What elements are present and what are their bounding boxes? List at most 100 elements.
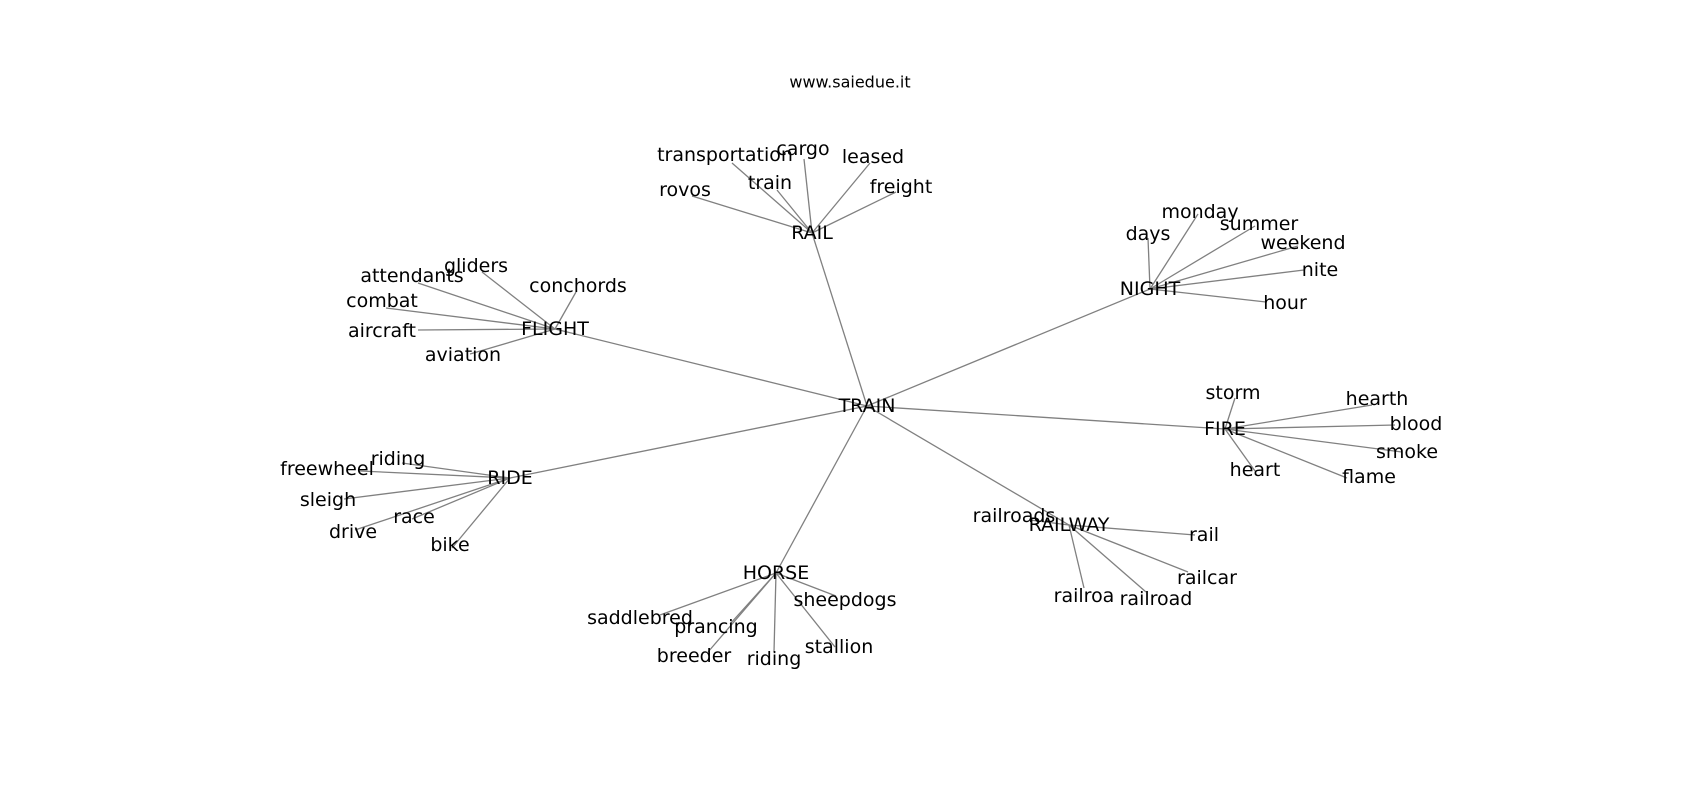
leaf-node-rail-cargo: cargo (776, 138, 829, 160)
edge-fire-heart (1224, 428, 1256, 472)
leaf-node-fire-heart: heart (1230, 459, 1281, 481)
edge-center-rail (811, 232, 868, 407)
leaf-node-night-weekend: weekend (1260, 232, 1345, 254)
edge-center-horse (775, 405, 868, 574)
edge-ride-drive (354, 477, 511, 531)
leaf-node-rail-train: train (748, 172, 792, 194)
hub-node-night: NIGHT (1120, 278, 1181, 300)
leaf-node-fire-storm: storm (1206, 382, 1261, 404)
leaf-node-flight-aviation: aviation (425, 344, 501, 366)
leaf-node-horse-sheepdogs: sheepdogs (793, 589, 896, 611)
leaf-node-railway-railroads: railroads (973, 505, 1056, 527)
edge-fire-storm (1224, 397, 1236, 430)
edge-rail-freight (811, 191, 897, 234)
leaf-node-ride-drive: drive (329, 521, 377, 543)
edge-rail-cargo (803, 158, 813, 234)
leaf-node-night-monday: monday (1161, 201, 1238, 223)
leaf-node-flight-combat: combat (346, 290, 418, 312)
leaf-node-horse-breeder: breeder (657, 645, 732, 667)
leaf-node-fire-hearth: hearth (1346, 388, 1409, 410)
edges-layer (343, 158, 1403, 653)
leaf-node-night-days: days (1126, 223, 1171, 245)
edge-fire-smoke (1224, 428, 1403, 453)
hub-node-flight: FLIGHT (521, 318, 589, 340)
edge-night-days (1147, 237, 1151, 290)
edge-center-railway (866, 405, 1070, 526)
edge-fire-hearth (1224, 404, 1373, 430)
edge-ride-race (411, 477, 511, 520)
edge-horse-saddlebred (659, 572, 777, 616)
edge-railway-rail (1068, 524, 1196, 536)
leaf-node-rail-rovos: rovos (659, 179, 711, 201)
edge-railway-railroads (1029, 519, 1070, 526)
edge-rail-leased (811, 162, 871, 234)
edge-flight-conchords (554, 291, 577, 330)
leaf-node-rail-leased: leased (842, 146, 904, 168)
hub-node-horse: HORSE (743, 562, 810, 584)
hub-node-railway: RAILWAY (1029, 514, 1110, 536)
edge-ride-bike (451, 477, 511, 549)
leaf-node-flight-gliders: gliders (444, 255, 508, 277)
edge-ride-freewheel (359, 470, 511, 479)
edge-rail-transportation (731, 162, 813, 234)
leaf-node-horse-prancing: prancing (674, 616, 757, 638)
edge-railway-railroa (1068, 524, 1085, 589)
leaf-node-railway-railroad: railroad (1120, 588, 1193, 610)
edge-center-fire (866, 405, 1226, 430)
leaf-node-flight-aircraft: aircraft (348, 320, 416, 342)
leaf-node-night-hour: hour (1263, 292, 1307, 314)
leaf-node-ride-sleigh: sleigh (300, 489, 356, 511)
leaf-node-ride-freewheel: freewheel (280, 458, 374, 480)
leaf-node-ride-bike: bike (430, 534, 469, 556)
edge-night-summer (1149, 225, 1256, 290)
edge-flight-aircraft (417, 328, 556, 331)
edge-night-monday (1149, 213, 1199, 290)
leaf-node-flight-conchords: conchords (529, 275, 627, 297)
edge-night-weekend (1149, 245, 1299, 290)
leaf-node-horse-stallion: stallion (805, 636, 874, 658)
edge-horse-breeder (707, 572, 777, 653)
edge-center-flight (554, 328, 868, 407)
edge-railway-railcar (1068, 524, 1189, 573)
edge-rail-rovos (691, 195, 813, 234)
leaf-node-night-summer: summer (1220, 213, 1299, 235)
leaf-node-horse-riding: riding (747, 648, 802, 670)
edge-flight-combat (385, 307, 556, 330)
center-node-label: TRAIN (838, 395, 896, 417)
edge-center-night (866, 288, 1151, 407)
edge-horse-stallion (775, 572, 836, 648)
leaf-node-fire-blood: blood (1390, 413, 1443, 435)
edge-horse-riding (773, 572, 777, 653)
leaf-node-railway-rail: rail (1189, 524, 1219, 546)
hub-node-ride: RIDE (487, 467, 532, 489)
edge-night-hour (1149, 288, 1267, 303)
edge-flight-gliders (481, 271, 556, 330)
edge-fire-blood (1224, 424, 1396, 430)
hub-node-fire: FIRE (1204, 418, 1246, 440)
hub-node-rail: RAIL (791, 222, 833, 244)
edge-ride-riding (401, 462, 511, 479)
edge-horse-sheepdogs (775, 572, 837, 597)
leaf-node-ride-race: race (393, 506, 435, 528)
edge-rail-train (776, 189, 813, 234)
leaf-node-railway-railroa: railroa (1054, 585, 1115, 607)
leaf-node-railway-railcar: railcar (1177, 567, 1237, 589)
leaf-node-rail-freight: freight (870, 176, 933, 198)
edge-night-nite (1149, 269, 1305, 290)
leaf-node-ride-riding: riding (371, 448, 426, 470)
leaf-node-rail-transportation: transportation (657, 144, 793, 166)
edge-ride-sleigh (343, 477, 511, 500)
watermark-text: www.saiedue.it (789, 73, 910, 92)
leaf-node-flight-attendants: attendants (360, 265, 463, 287)
edge-flight-aviation (469, 328, 556, 355)
edge-fire-flame (1224, 428, 1348, 479)
edge-railway-railroad (1068, 524, 1147, 593)
leaf-node-night-nite: nite (1302, 259, 1338, 281)
edge-center-ride (509, 405, 868, 479)
leaf-node-horse-saddlebred: saddlebred (587, 607, 693, 629)
leaf-node-fire-smoke: smoke (1376, 441, 1438, 463)
edge-flight-attendants (417, 282, 556, 330)
leaf-node-fire-flame: flame (1342, 466, 1396, 488)
